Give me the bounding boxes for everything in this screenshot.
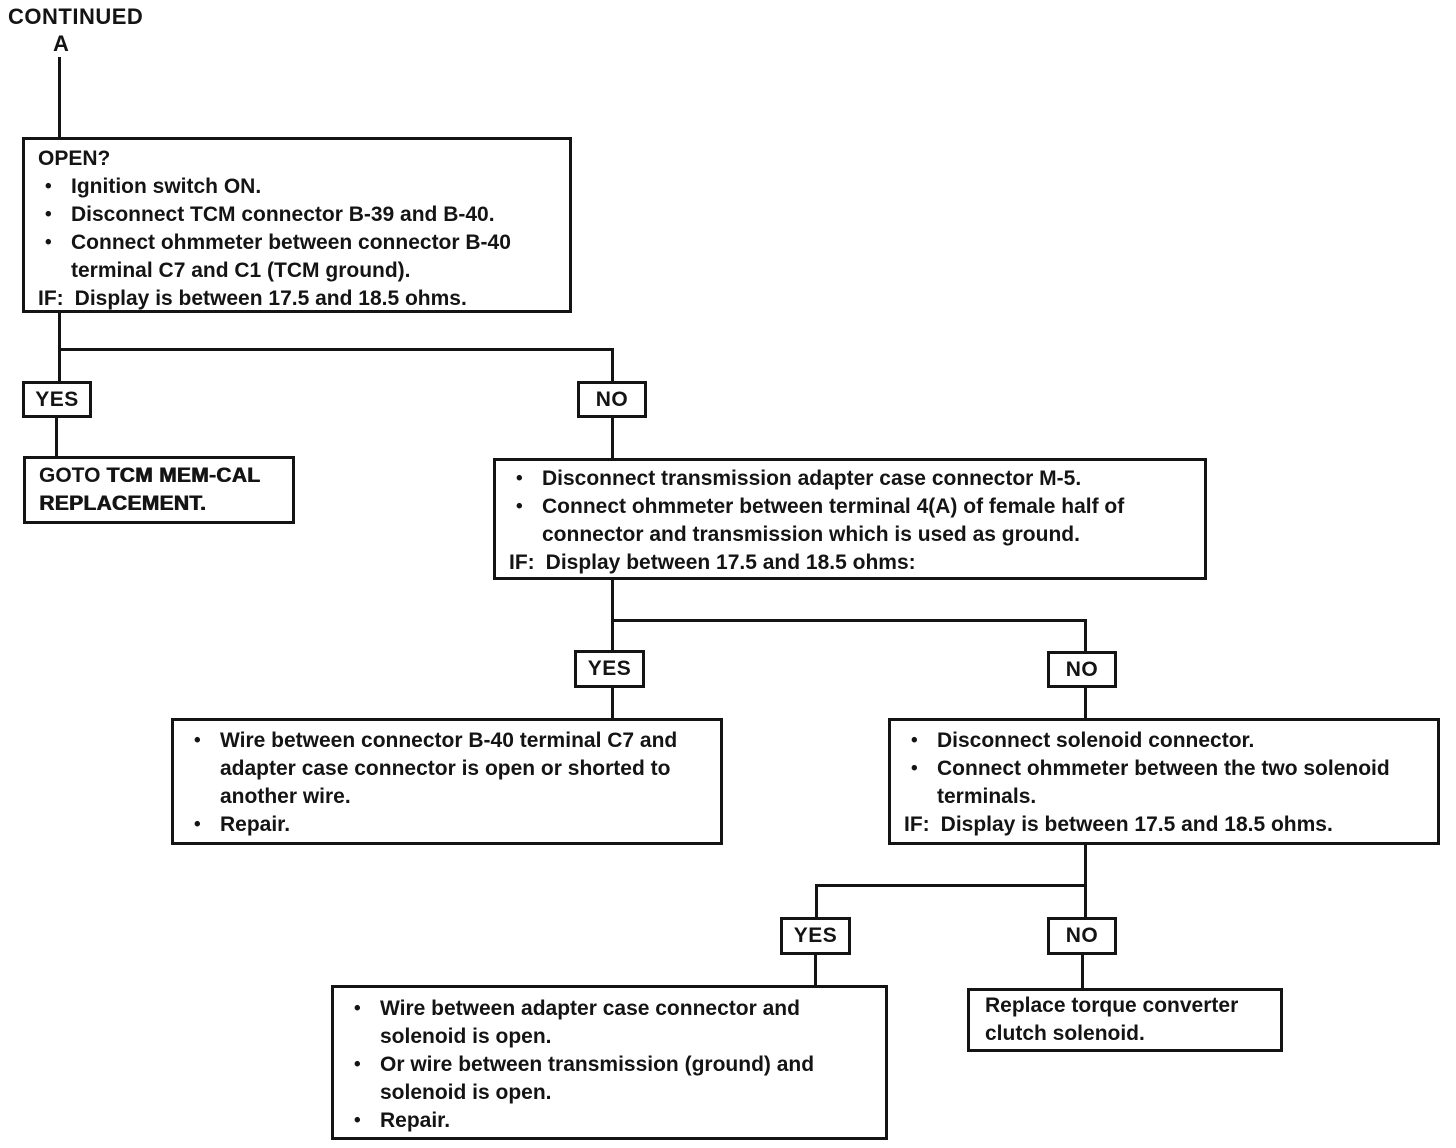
step-text: Connect ohmmeter between connector B-40 bbox=[71, 231, 511, 254]
step-text-continued: another wire. bbox=[220, 785, 351, 808]
step-text-continued: adapter case connector is open or shorte… bbox=[220, 757, 671, 780]
if-condition-text: Display is between 17.5 and 18.5 ohms. bbox=[940, 813, 1333, 836]
connector-line bbox=[1081, 955, 1084, 988]
decision-label-yes-1: YES bbox=[22, 381, 92, 418]
goto-prefix: GOTO bbox=[39, 464, 107, 487]
connector-line bbox=[815, 884, 818, 917]
step-text: Or wire between transmission (ground) an… bbox=[380, 1053, 815, 1076]
connector-line bbox=[58, 348, 614, 351]
decision-label-no-2: NO bbox=[1047, 651, 1117, 688]
if-label: IF: bbox=[509, 551, 535, 574]
step-text-continued: connector and transmission which is used… bbox=[542, 523, 1080, 546]
connector-line bbox=[814, 955, 817, 985]
continued-label: CONTINUED bbox=[8, 4, 144, 29]
step-text: Wire between connector B-40 terminal C7 … bbox=[220, 729, 678, 752]
step-text-continued: solenoid is open. bbox=[380, 1025, 552, 1048]
step-text: Repair. bbox=[380, 1109, 451, 1132]
bullet-icon: • bbox=[911, 758, 918, 779]
step-text: Ignition switch ON. bbox=[71, 175, 262, 198]
process-box-solenoid-test: • Disconnect solenoid connector. • Conne… bbox=[888, 718, 1440, 845]
terminal-box-goto-memcal: GOTO TCM MEM-CAL REPLACEMENT. bbox=[23, 456, 295, 524]
connector-line bbox=[611, 418, 614, 458]
process-box-adapter-test: • Disconnect transmission adapter case c… bbox=[493, 458, 1207, 580]
step-text: Connect ohmmeter between the two solenoi… bbox=[937, 757, 1390, 780]
decision-label-no-1: NO bbox=[577, 381, 647, 418]
bullet-icon: • bbox=[354, 1054, 361, 1075]
connector-line bbox=[611, 580, 614, 650]
result-box-replace-solenoid: Replace torque converter clutch solenoid… bbox=[967, 988, 1283, 1052]
connector-line bbox=[55, 418, 58, 456]
connector-line bbox=[611, 688, 614, 718]
step-text: Disconnect transmission adapter case con… bbox=[542, 467, 1082, 490]
result-box-wire-b40-repair: • Wire between connector B-40 terminal C… bbox=[171, 718, 723, 845]
goto-target-line1: TCM MEM-CAL bbox=[106, 464, 261, 487]
connector-line bbox=[1084, 688, 1087, 718]
step-text: Wire between adapter case connector and bbox=[380, 997, 800, 1020]
if-label: IF: bbox=[904, 813, 930, 836]
step-text-continued: solenoid is open. bbox=[380, 1081, 552, 1104]
result-box-wire-solenoid-repair: • Wire between adapter case connector an… bbox=[331, 985, 888, 1140]
step-text-continued: terminal C7 and C1 (TCM ground). bbox=[71, 259, 411, 282]
bullet-icon: • bbox=[516, 468, 523, 489]
bullet-icon: • bbox=[354, 998, 361, 1019]
branch-a-label: A bbox=[53, 31, 70, 56]
bullet-icon: • bbox=[45, 176, 52, 197]
step-text-continued: terminals. bbox=[937, 785, 1037, 808]
result-text-line: Replace torque converter bbox=[985, 994, 1239, 1017]
connector-line bbox=[815, 884, 1087, 887]
connector-line bbox=[58, 57, 61, 137]
connector-line bbox=[58, 313, 61, 381]
bullet-icon: • bbox=[45, 232, 52, 253]
bullet-icon: • bbox=[194, 730, 201, 751]
bullet-icon: • bbox=[45, 204, 52, 225]
goto-target-line2: REPLACEMENT. bbox=[39, 492, 206, 515]
bullet-icon: • bbox=[516, 496, 523, 517]
connector-line bbox=[1084, 845, 1087, 917]
decision-label-no-3: NO bbox=[1047, 917, 1117, 955]
connector-line bbox=[1084, 619, 1087, 651]
if-condition-text: Display is between 17.5 and 18.5 ohms. bbox=[74, 287, 467, 310]
step-text: Connect ohmmeter between terminal 4(A) o… bbox=[542, 495, 1125, 518]
bullet-icon: • bbox=[354, 1110, 361, 1131]
if-label: IF: bbox=[38, 287, 64, 310]
step-text: Repair. bbox=[220, 813, 291, 836]
bullet-icon: • bbox=[194, 814, 201, 835]
connector-line bbox=[611, 348, 614, 381]
result-text-line: clutch solenoid. bbox=[985, 1022, 1145, 1045]
box-title: OPEN? bbox=[38, 147, 111, 170]
step-text: Disconnect TCM connector B-39 and B-40. bbox=[71, 203, 495, 226]
connector-line bbox=[611, 619, 1087, 622]
if-condition-text: Display between 17.5 and 18.5 ohms: bbox=[545, 551, 916, 574]
step-text: Disconnect solenoid connector. bbox=[937, 729, 1255, 752]
bullet-icon: • bbox=[911, 730, 918, 751]
process-box-open-test: OPEN? • Ignition switch ON. • Disconnect… bbox=[22, 137, 572, 313]
decision-label-yes-2: YES bbox=[574, 650, 645, 688]
decision-label-yes-3: YES bbox=[780, 917, 851, 955]
